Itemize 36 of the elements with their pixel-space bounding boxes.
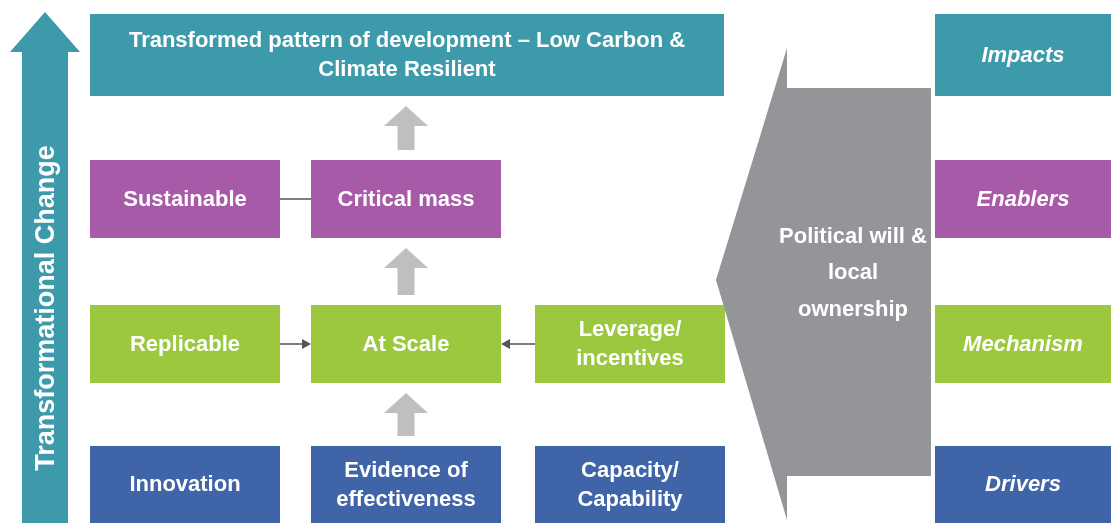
node-label: Transformational Change bbox=[29, 145, 61, 472]
box-label: Capacity/ Capability bbox=[576, 455, 684, 513]
label-box bbox=[311, 305, 501, 383]
box-label: Leverage/ incentives bbox=[575, 315, 685, 372]
box-label: Critical mass bbox=[337, 184, 475, 213]
label-box bbox=[90, 305, 280, 383]
label-box bbox=[90, 14, 724, 96]
box-label: Replicable bbox=[129, 329, 240, 358]
label-box bbox=[935, 446, 1111, 523]
left-arrow-shape bbox=[716, 48, 931, 520]
box-label: Impacts bbox=[981, 40, 1065, 69]
label-box bbox=[90, 160, 280, 238]
box-label: Enablers bbox=[976, 184, 1070, 213]
label-box bbox=[311, 446, 501, 523]
connector-line bbox=[279, 198, 312, 200]
label-box bbox=[935, 160, 1111, 238]
box-label: Innovation bbox=[129, 470, 241, 499]
label-box bbox=[535, 446, 725, 523]
label-box bbox=[935, 14, 1111, 96]
label-box bbox=[311, 160, 501, 238]
label-box bbox=[90, 446, 280, 523]
block-arrow bbox=[384, 393, 428, 436]
box-label: Sustainable bbox=[123, 184, 247, 213]
node-label: Political will & local ownership bbox=[778, 222, 928, 323]
up-arrow-shape bbox=[10, 12, 80, 523]
box-label: At Scale bbox=[362, 329, 450, 358]
box-label: Evidence of effectiveness bbox=[335, 455, 477, 513]
box-label: Transformed pattern of development – Low Carbon & Climate Resilient bbox=[127, 26, 687, 83]
block-arrow bbox=[384, 248, 428, 295]
block-arrow bbox=[384, 106, 428, 150]
label-box bbox=[535, 305, 725, 383]
box-label: Mechanism bbox=[963, 329, 1083, 358]
arrow bbox=[501, 339, 536, 349]
box-label: Drivers bbox=[985, 470, 1061, 499]
arrow bbox=[279, 339, 311, 349]
label-box bbox=[935, 305, 1111, 383]
